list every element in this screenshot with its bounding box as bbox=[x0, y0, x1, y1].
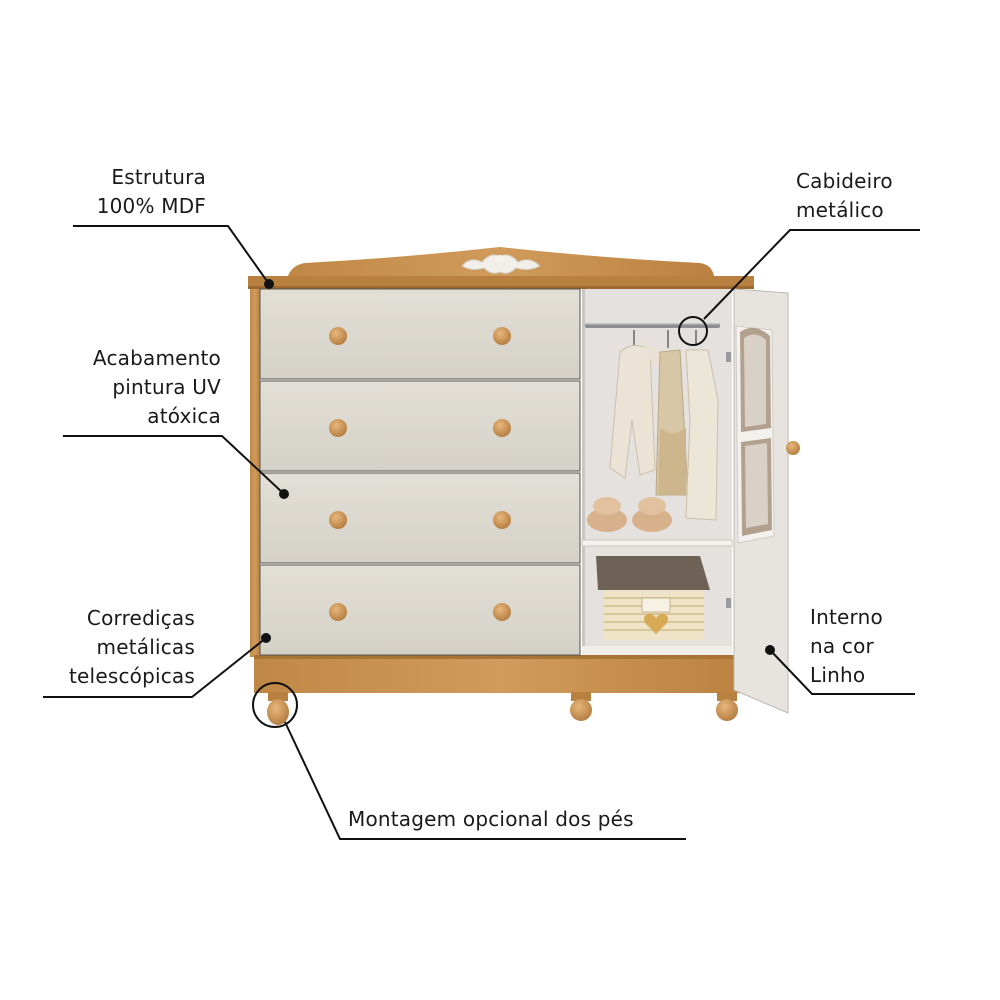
drawer-stack bbox=[259, 288, 581, 656]
annotation-leaders bbox=[43, 225, 920, 840]
label-line: Interno bbox=[810, 605, 883, 629]
label-line: metálico bbox=[796, 198, 884, 222]
label-line: Corrediças bbox=[86, 606, 195, 630]
label-corredicas: Corrediças metálicas telescópicas bbox=[69, 604, 195, 691]
leader-acabamento bbox=[63, 435, 285, 495]
label-line: Cabideiro bbox=[796, 169, 893, 193]
label-line: Montagem opcional dos pés bbox=[348, 807, 634, 831]
leader-montagem bbox=[284, 721, 686, 840]
drawer-3 bbox=[259, 472, 581, 564]
label-line: telescópicas bbox=[69, 664, 195, 688]
cabinet-door bbox=[726, 288, 800, 714]
label-line: atóxica bbox=[147, 404, 221, 428]
label-acabamento: Acabamento pintura UV atóxica bbox=[93, 344, 221, 431]
dresser-feet bbox=[267, 692, 738, 725]
leader-interno bbox=[769, 649, 915, 695]
drawer-1 bbox=[259, 288, 581, 380]
baby-shoes bbox=[587, 497, 672, 532]
label-line: Acabamento bbox=[92, 346, 221, 370]
door-knob bbox=[786, 441, 800, 455]
ornament-icon bbox=[461, 254, 541, 274]
storage-box bbox=[596, 556, 710, 640]
label-line: na cor bbox=[810, 634, 874, 658]
label-montagem: Montagem opcional dos pés bbox=[348, 805, 634, 834]
hanging-rod bbox=[585, 323, 720, 328]
label-line: 100% MDF bbox=[96, 194, 206, 218]
label-interno: Interno na cor Linho bbox=[810, 603, 883, 690]
callout-hanger bbox=[678, 316, 708, 346]
callout-foot bbox=[252, 682, 298, 728]
label-cabideiro: Cabideiro metálico bbox=[796, 167, 893, 225]
label-line: pintura UV bbox=[112, 375, 221, 399]
dresser-body bbox=[250, 289, 750, 693]
drawer-knobs bbox=[329, 327, 511, 621]
label-line: Estrutura bbox=[111, 165, 206, 189]
label-estrutura: Estrutura 100% MDF bbox=[97, 163, 206, 221]
leader-cabideiro bbox=[703, 229, 920, 320]
leader-corredicas bbox=[43, 637, 267, 698]
drawer-4 bbox=[259, 564, 581, 656]
annotation-dots bbox=[261, 279, 775, 655]
heart-icon bbox=[644, 613, 668, 634]
leader-estrutura bbox=[73, 225, 270, 285]
label-line: Linho bbox=[810, 663, 866, 687]
drawer-2 bbox=[259, 380, 581, 472]
label-line: metálicas bbox=[96, 635, 195, 659]
hanging-clothes bbox=[609, 330, 719, 521]
